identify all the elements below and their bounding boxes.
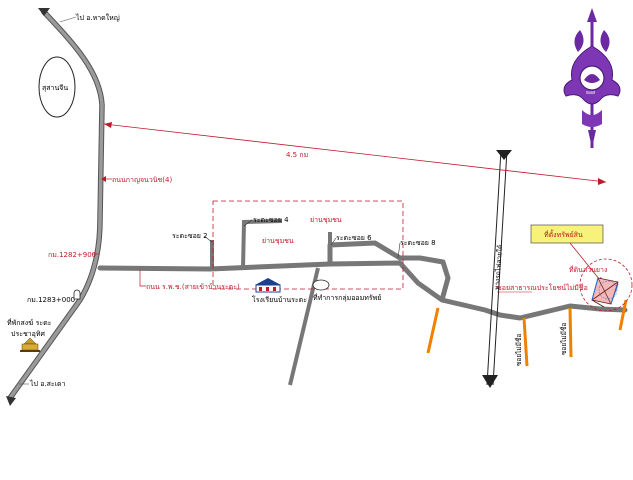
property-callout-box: [530, 224, 604, 244]
village-upper-road: [327, 240, 451, 301]
logo-text: ธอส: [586, 90, 595, 96]
side-road-label-1: ซอยไม่มีชื่อ: [514, 334, 523, 366]
monastery-label: ที่พักสงฆ์ ระตะ: [7, 318, 52, 327]
distance-arrow: [103, 122, 607, 185]
village-office-label: ที่ทำการกลุ่มออมทรัพย์: [313, 293, 381, 302]
side-road-orange-2: [522, 317, 529, 367]
rpch-road-label: ถนน ร.พ.ช.(สายเข้าบ้านระตะ): [146, 283, 240, 291]
to-hat-yai-label: ไป อ.หาดใหญ่: [75, 13, 120, 22]
community-label-2: ย่านชุมชน: [262, 237, 294, 245]
soi-4-label: ระตะซอย 4: [253, 216, 289, 224]
cemetery-area: [38, 56, 76, 118]
railway-line: [482, 149, 512, 388]
soi-8-label: ระตะซอย 8: [400, 239, 436, 247]
bank-logo: ธอส: [563, 8, 621, 148]
monastery-icon: [20, 337, 40, 352]
side-road-orange-3: [568, 307, 573, 358]
kanchanavanich-road-label: ถนนกาญจนวนิช(4): [112, 176, 172, 184]
side-road-orange-1: [426, 307, 440, 354]
community-boundary: [212, 200, 404, 290]
cemetery-label: สุสานจีน: [42, 84, 68, 92]
public-way-label: ซอยสาธารณประโยชน์ไม่มีชื่อ: [497, 283, 588, 292]
south-arrow-icon: [6, 396, 16, 406]
side-road-label-2: ซอยไม่มีชื่อ: [559, 323, 568, 355]
to-sadao-label: ไป อ.สะเดา: [29, 379, 66, 388]
km-post-icon: [73, 289, 81, 300]
km-1282-label: กม.1282+900: [48, 251, 96, 259]
north-arrow-icon: [38, 8, 50, 16]
side-road-orange-4: [618, 299, 628, 331]
property-label: ที่ตั้งทรัพย์สิน: [544, 228, 583, 239]
office-road: [288, 267, 320, 386]
school-label: โรงเรียนบ้านระตะ: [252, 295, 307, 304]
km-1283-label: กม.1283+000: [27, 296, 75, 304]
rubber-land-label: ที่ดินสวนยาง: [569, 265, 607, 274]
railway-label: ทางรถไฟสายใต้: [493, 244, 504, 290]
monastery-label-2: ประชาอุทิศ: [11, 330, 45, 338]
property-marker: [591, 277, 619, 308]
distance-label: 4.5 กม: [286, 151, 308, 159]
soi-6-label: ระตะซอย 6: [336, 234, 372, 242]
soi-2-label: ระตะซอย 2: [172, 232, 208, 240]
school-icon: [255, 278, 281, 293]
village-office-icon: [312, 279, 330, 291]
property-zoom-circle: [579, 258, 633, 312]
community-label-1: ย่านชุมชน: [310, 216, 342, 224]
